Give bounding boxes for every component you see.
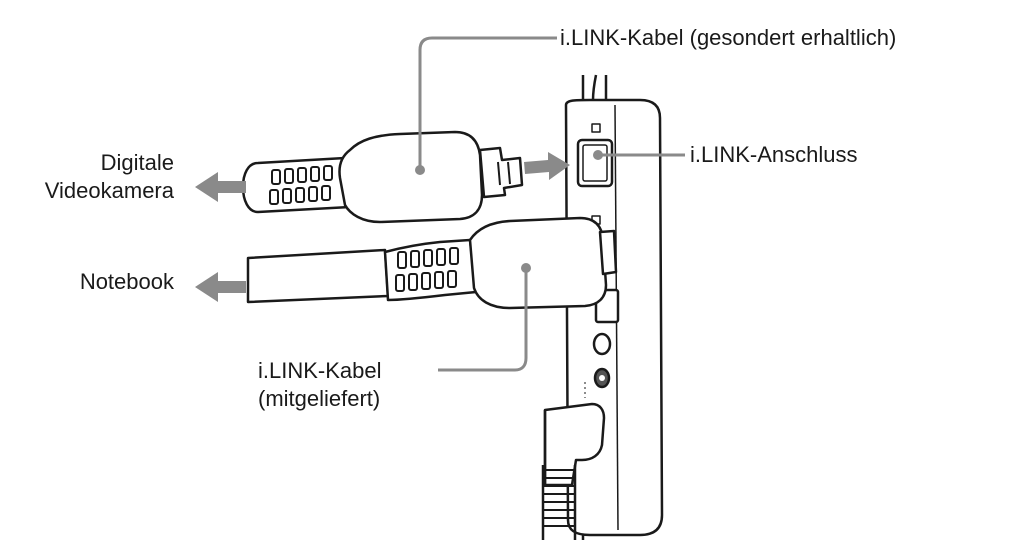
label-notebook: Notebook: [79, 269, 174, 294]
arrow-into-port: [524, 152, 570, 180]
bottom-ilink-cable: [246, 216, 618, 310]
top-cable-grip-ridges: [269, 165, 333, 205]
label-camera-line1: Digitale: [100, 150, 174, 175]
label-bottom-cable-line2: (mitgeliefert): [258, 386, 381, 411]
label-bottom-cable-line1: i.LINK-Kabel: [258, 358, 382, 383]
label-top-cable: i.LINK-Kabel (gesondert erhaltlich): [560, 25, 897, 50]
label-camera-line2: Videokamera: [44, 178, 174, 203]
top-ilink-cable: [241, 130, 524, 224]
arrow-to-camera: [195, 172, 246, 202]
label-port: i.LINK-Anschluss: [690, 142, 858, 167]
direction-arrows: [195, 152, 570, 302]
label-bottom-cable: i.LINK-Kabel (mitgeliefert): [258, 357, 382, 413]
leader-top-cable: [418, 36, 557, 168]
bottom-cable-grip-ridges: [395, 247, 459, 292]
label-camera: Digitale Videokamera: [45, 149, 174, 205]
device-port-panel: [564, 74, 664, 540]
power-plug: [541, 402, 606, 540]
arrow-to-notebook: [195, 272, 246, 302]
leader-lines: [415, 36, 685, 372]
leader-bottom-cable: [438, 270, 528, 372]
